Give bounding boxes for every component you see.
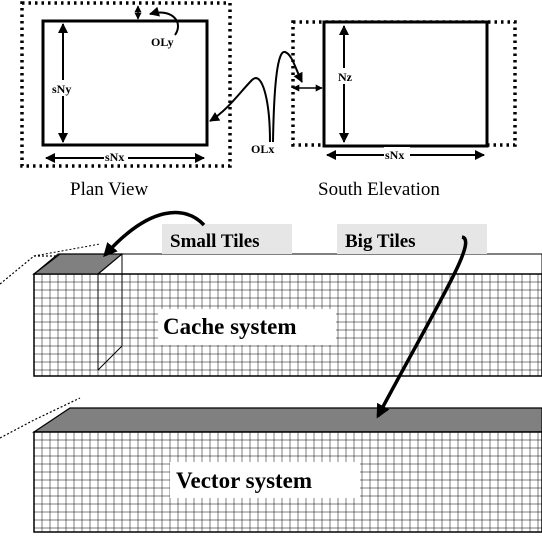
vector-label-bg (170, 462, 360, 498)
plan-view-group: OLy sNy sNx Plan View (20, 1, 232, 200)
plan-view-caption: Plan View (70, 179, 148, 200)
oly-pointer-arrow (149, 6, 179, 36)
vector-overlap-edge (0, 397, 81, 439)
olx-pointer-to-south (272, 51, 303, 143)
olx-pointer-to-plan (209, 77, 271, 143)
big-tiles-label: Big Tiles (345, 231, 416, 252)
cache-grid (34, 274, 542, 376)
big-tiles-pointer-arrow (376, 235, 468, 419)
snx-south-label: sNx (385, 148, 404, 162)
big-tiles-band: Big Tiles (337, 224, 487, 254)
small-tiles-band: Small Tiles (162, 224, 292, 254)
big-tiles-bg (337, 224, 487, 254)
cache-system-slab: Cache system (0, 243, 542, 377)
nz-label: Nz (338, 70, 353, 84)
oly-label: OLy (151, 35, 174, 49)
vector-system-slab: Vector system (0, 397, 542, 533)
cache-system-label: Cache system (163, 314, 297, 339)
sny-label-bg (52, 80, 76, 96)
south-elevation-group: Nz sNx South Elevation (291, 20, 517, 200)
vector-system-label: Vector system (176, 468, 312, 493)
nz-label-bg (336, 68, 360, 84)
olx-pointer-group: OLx (209, 51, 303, 156)
cache-label-bg (158, 309, 336, 345)
big-tile-highlight (32, 407, 542, 433)
plan-tile-box (41, 19, 209, 147)
small-tiles-label: Small Tiles (170, 231, 260, 252)
small-tiles-bg (162, 224, 292, 254)
south-elevation-caption: South Elevation (318, 179, 440, 200)
cache-overlap-edge-left (33, 243, 101, 257)
plan-halo-border (20, 1, 232, 168)
olx-label: OLx (251, 142, 274, 156)
snx-plan-label-bg (104, 150, 128, 164)
snx-south-label-bg (384, 147, 410, 161)
snx-plan-label: sNx (105, 150, 124, 164)
sny-label: sNy (52, 82, 71, 96)
small-tile-edge-diag (97, 345, 123, 371)
small-tiles-pointer-arrow (103, 210, 206, 258)
